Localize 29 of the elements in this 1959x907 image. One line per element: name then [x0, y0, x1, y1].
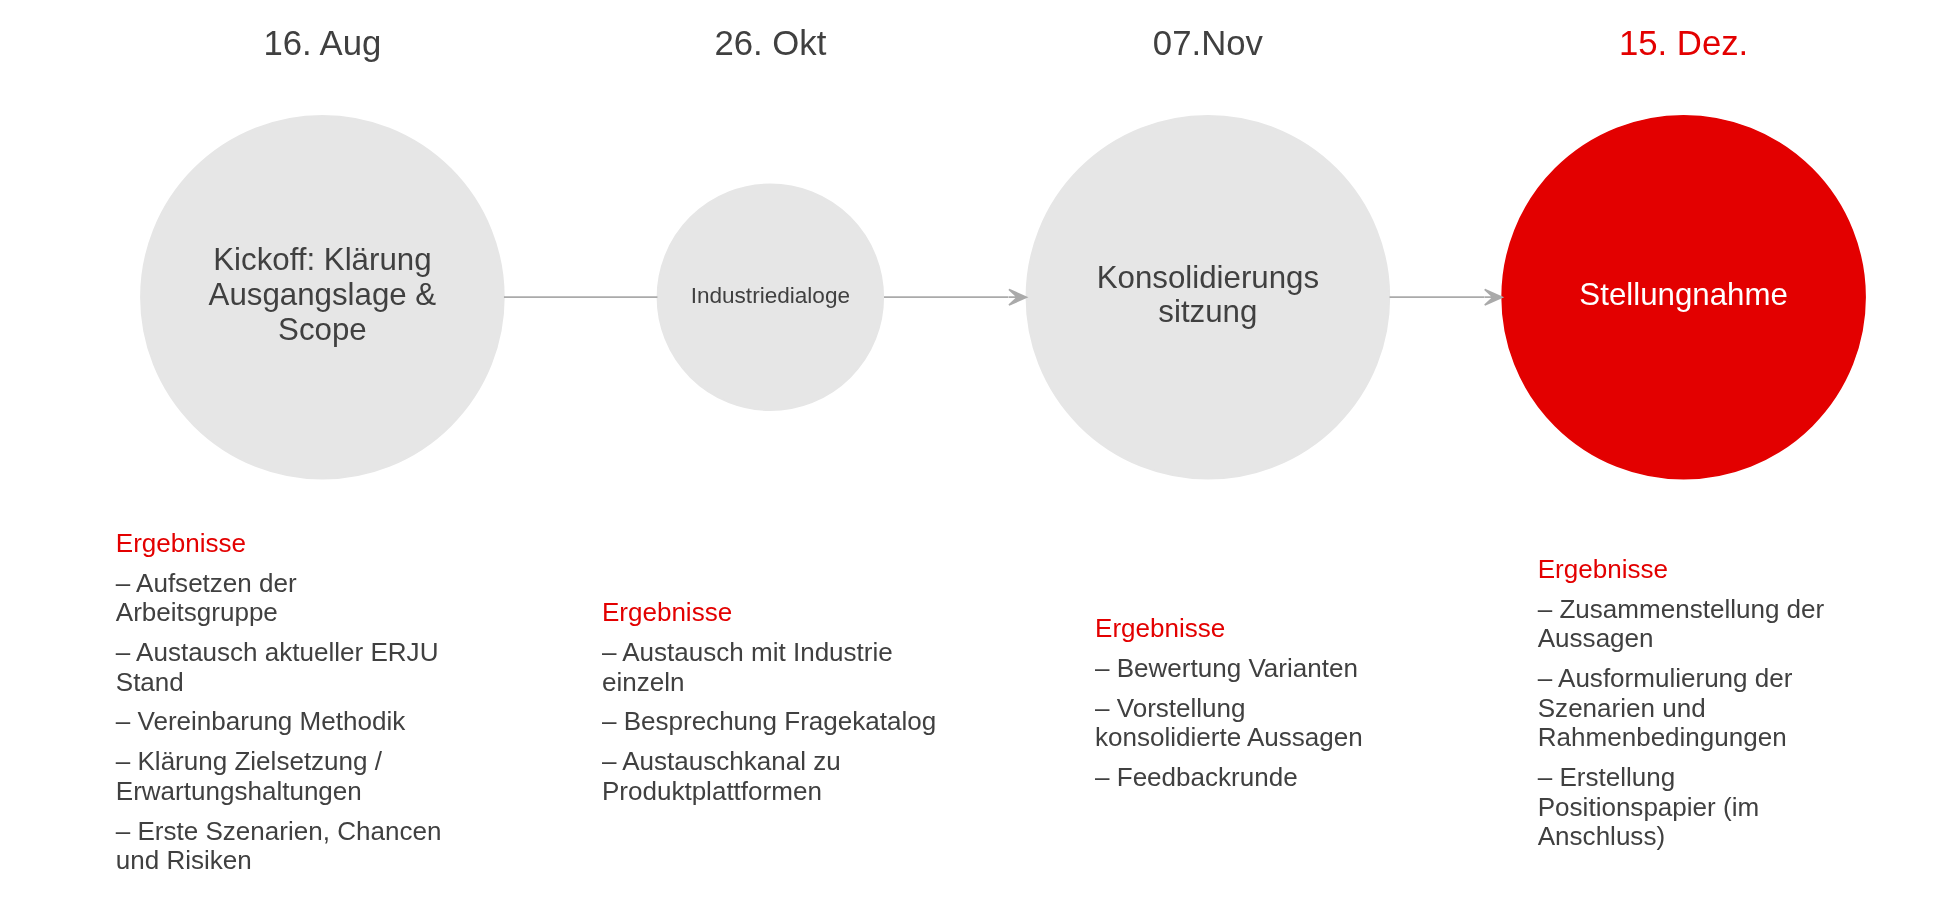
- node-label: – Erste Szenarien, Chancen und Risiken: [115, 815, 441, 876]
- node-circle: Kickoff: Klärung Ausgangslage & Scope: [139, 114, 505, 480]
- node-label: Ergebnisse: [115, 527, 246, 558]
- node-label: – Bewertung Varianten: [1094, 652, 1358, 683]
- node-label: – Vereinbarung Methodik: [115, 706, 405, 737]
- node-label: Ergebnisse: [1537, 553, 1668, 584]
- node-label: Ergebnisse: [601, 597, 732, 628]
- node-label: – Austauschkanal zu Produktplattformen: [601, 746, 841, 806]
- arrow: [882, 288, 1027, 306]
- node-label: – Erstellung Positionspapier (im Anschluss): [1537, 761, 1759, 852]
- node-label: 26. Okt: [713, 24, 826, 63]
- node-circle: Konsolidierungs sitzung: [1025, 114, 1390, 480]
- node-label: Ergebnisse: [1094, 612, 1225, 643]
- node-label: – Zusammenstellung der Aussagen: [1537, 593, 1824, 654]
- node-label: – Feedbackrunde: [1094, 761, 1298, 792]
- node-label: 15. Dez.: [1618, 24, 1748, 63]
- node-circle: Stellungnahme: [1500, 114, 1866, 480]
- node-circle: Industriedialoge: [656, 183, 884, 411]
- node-label: – Austausch aktueller ERJU Stand: [115, 636, 438, 697]
- connector: [502, 296, 658, 299]
- node-label: – Austausch mit Industrie einzeln: [601, 636, 893, 697]
- node-label: – Besprechung Fragekatalog: [601, 706, 936, 737]
- node-label: – Aufsetzen der Arbeitsgruppe: [115, 567, 297, 628]
- node-label: – Klärung Zielsetzung / Erwartungshaltungen: [115, 746, 382, 806]
- arrow: [1388, 288, 1503, 306]
- node-label: – Ausformulierung der Szenarien und Rahmenbedingungen: [1537, 663, 1792, 753]
- node-label: 07.Nov: [1152, 24, 1263, 63]
- node-label: – Vorstellung konsolidierte Aussagen: [1094, 692, 1363, 753]
- node-label: 16. Aug: [263, 24, 381, 63]
